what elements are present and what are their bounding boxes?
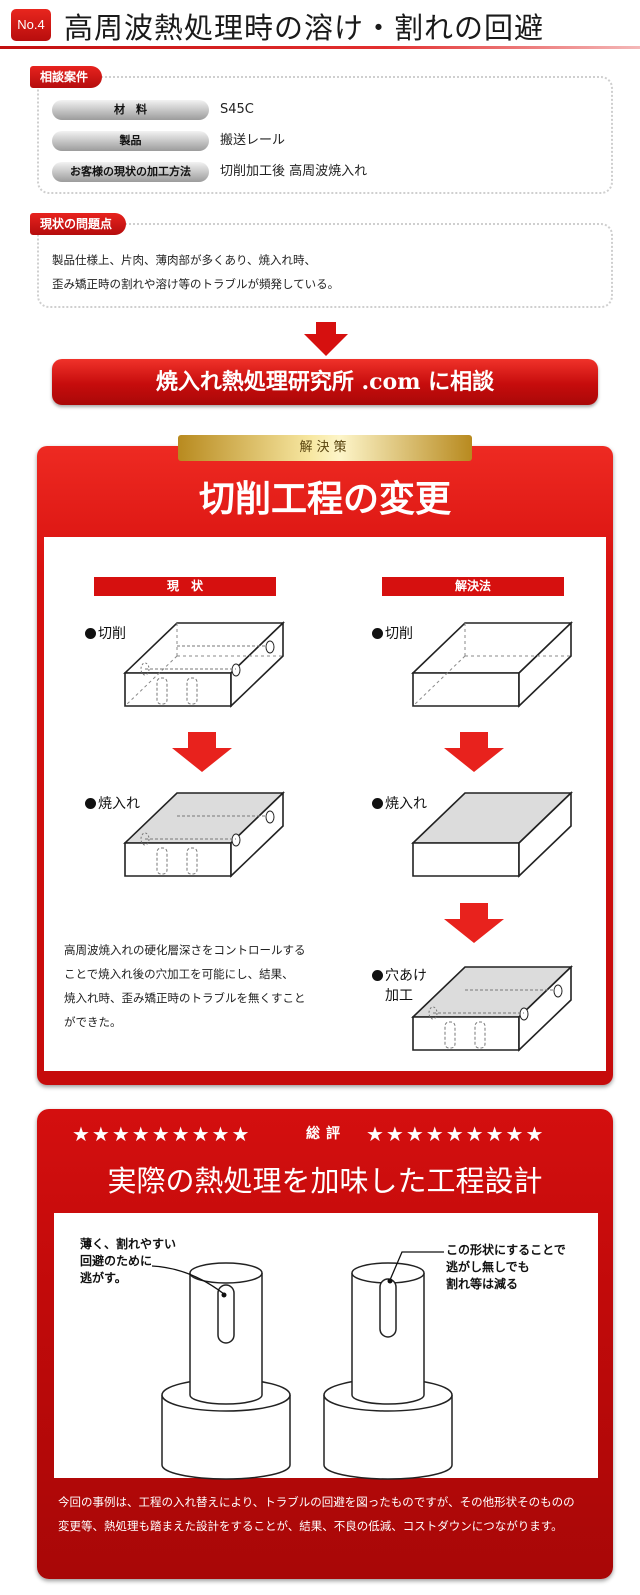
callout-line: 回避のために <box>80 1254 153 1268</box>
proposed-step-cutting: 切削 <box>372 624 413 644</box>
spec-value: 切削加工後 高周波焼入れ <box>220 164 368 179</box>
plain-block-icon <box>411 621 573 708</box>
bullet-icon <box>85 628 96 639</box>
step-text: 切削 <box>98 626 126 642</box>
bullet-icon <box>85 798 96 809</box>
stars-left: ★★★★★★★★★ <box>72 1122 252 1146</box>
down-arrow-icon <box>444 903 504 943</box>
note-line: ことで焼入れ後の穴加工を可能にし、結果、 <box>64 967 294 981</box>
bullet-icon <box>372 970 383 981</box>
spec-label: お客様の現状の加工方法 <box>52 162 209 182</box>
down-arrow-icon <box>304 322 348 356</box>
problem-line: 製品仕様上、片肉、薄肉部が多くあり、焼入れ時、 <box>52 253 317 267</box>
solution-note: 高周波焼入れの硬化層深さをコントロールする ことで焼入れ後の穴加工を可能にし、結… <box>64 938 306 1034</box>
note-line: 高周波焼入れの硬化層深さをコントロールする <box>64 943 306 957</box>
problem-box <box>37 223 613 308</box>
spec-value: 搬送レール <box>220 133 286 148</box>
step-text: 加工 <box>385 988 413 1004</box>
leader-line <box>387 1251 444 1284</box>
spec-label: 材 料 <box>52 100 209 120</box>
note-line: 焼入れ時、歪み矯正時のトラブルを無くすこと <box>64 991 306 1005</box>
spec-value: S45C <box>220 102 254 117</box>
page-header: No.4 高周波熱処理時の溶け・割れの回避 <box>0 0 640 50</box>
summary-line: 今回の事例は、工程の入れ替えにより、トラブルの回避を図ったものですが、その他形状… <box>58 1495 575 1509</box>
case-number-badge: No.4 <box>11 9 51 41</box>
proposed-step-drilling: 穴あけ 加工 <box>372 966 427 1006</box>
current-step-hardening: 焼入れ <box>85 794 140 814</box>
hardened-block-with-holes-icon <box>123 791 285 878</box>
part-with-slot-icon <box>323 1262 453 1480</box>
hardened-block-with-holes-icon <box>411 965 573 1052</box>
hardened-block-icon <box>411 791 573 878</box>
down-arrow-icon <box>444 732 504 772</box>
problem-tag: 現状の問題点 <box>30 213 127 235</box>
part-with-relief-slot-icon <box>161 1262 291 1480</box>
down-arrow-icon <box>172 732 232 772</box>
callout-line: 逃がし無しでも <box>446 1260 530 1274</box>
step-text: 切削 <box>385 626 413 642</box>
consult-banner[interactable]: 焼入れ熱処理研究所 .com に相談 <box>52 359 598 405</box>
current-column-header: 現 状 <box>94 577 276 596</box>
spec-label: 製品 <box>52 131 209 151</box>
note-line: ができた。 <box>64 1015 122 1029</box>
summary-line: 変更等、熱処理も踏まえた設計をすることが、結果、不良の低減、コストダウンにつなが… <box>58 1519 563 1533</box>
solution-tab: 解決策 <box>178 435 472 461</box>
header-divider <box>0 46 640 49</box>
step-text: 穴あけ <box>385 968 427 984</box>
proposed-column-header: 解決法 <box>382 577 564 596</box>
consultation-box <box>37 76 613 194</box>
callout-line: 割れ等は減る <box>446 1277 519 1291</box>
solution-title: 切削工程の変更 <box>198 478 451 520</box>
bullet-icon <box>372 628 383 639</box>
callout-line: 逃がす。 <box>80 1271 127 1285</box>
callout-line: この形状にすることで <box>446 1243 566 1257</box>
callout-line: 薄く、割れやすい <box>80 1237 177 1251</box>
solution-tab-label: 解決策 <box>299 440 351 455</box>
block-with-holes-icon <box>123 621 285 708</box>
problem-line: 歪み矯正時の割れや溶け等のトラブルが頻発している。 <box>52 277 340 291</box>
right-callout: この形状にすることで 逃がし無しでも 割れ等は減る <box>446 1242 566 1293</box>
step-text: 焼入れ <box>98 796 140 812</box>
problem-description: 製品仕様上、片肉、薄肉部が多くあり、焼入れ時、 歪み矯正時の割れや溶け等のトラブ… <box>52 248 339 296</box>
review-summary: 今回の事例は、工程の入れ替えにより、トラブルの回避を図ったものですが、その他形状… <box>58 1490 575 1538</box>
page-title: 高周波熱処理時の溶け・割れの回避 <box>64 11 545 45</box>
current-step-cutting: 切削 <box>85 624 126 644</box>
review-title: 実際の熱処理を加味した工程設計 <box>107 1164 543 1198</box>
left-callout: 薄く、割れやすい 回避のために 逃がす。 <box>80 1236 176 1287</box>
leader-line <box>151 1265 227 1298</box>
stars-right: ★★★★★★★★★ <box>366 1122 546 1146</box>
proposed-step-hardening: 焼入れ <box>372 794 427 814</box>
consult-banner-text: 焼入れ熱処理研究所 .com に相談 <box>155 369 495 395</box>
bullet-icon <box>372 798 383 809</box>
review-heading: 総評 <box>306 1126 346 1142</box>
step-text: 焼入れ <box>385 796 427 812</box>
consultation-tag: 相談案件 <box>30 66 103 88</box>
